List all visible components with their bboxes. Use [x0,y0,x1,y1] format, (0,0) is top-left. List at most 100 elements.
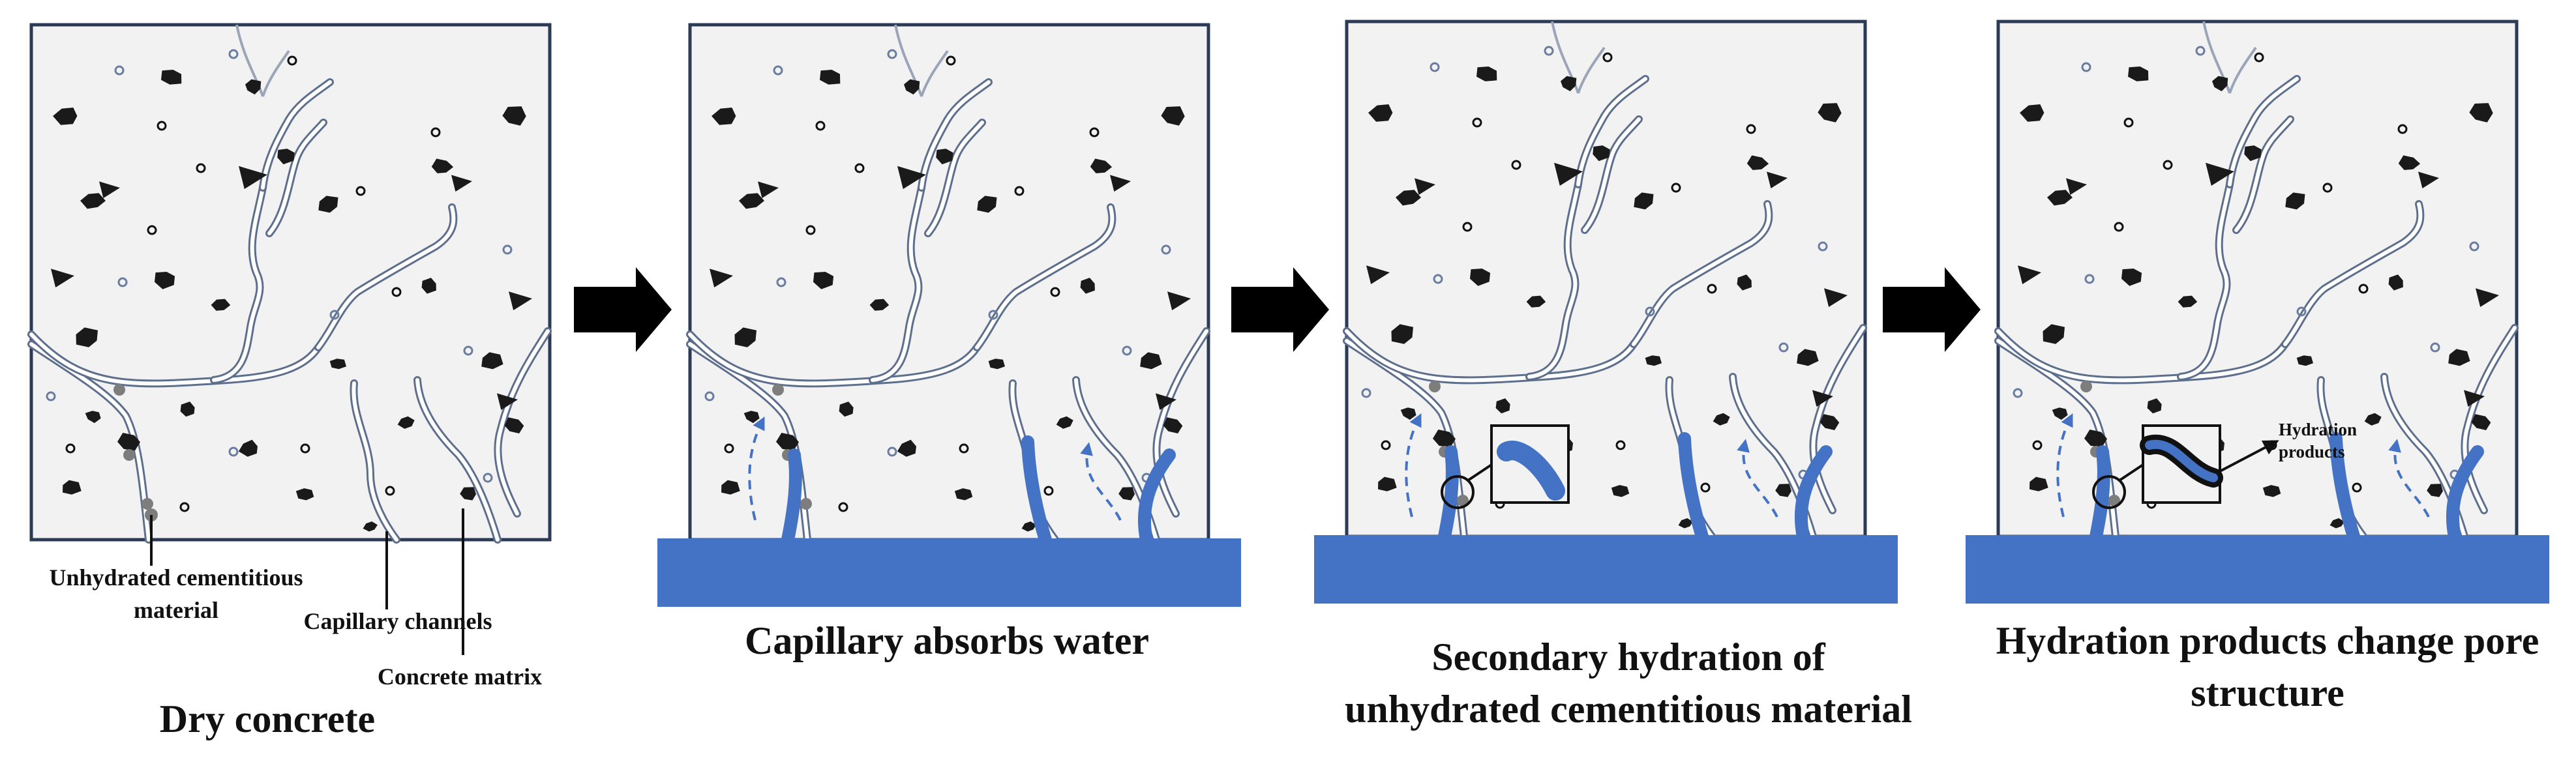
absorbed-water [2446,445,2484,543]
pore-dot [2163,160,2173,170]
label-matrix-text: Concrete matrix [378,664,542,690]
absorbed-water [2089,445,2110,543]
aggregate-particle [977,196,997,213]
aggregate-particle [988,358,1005,370]
unhydrated-particle [2108,495,2120,506]
pore-dot [46,391,56,402]
absorbed-water [1795,445,1833,543]
pore-dot [1089,127,1100,138]
capillary-channel-lumen [352,381,398,542]
pore-dot [2296,306,2307,317]
pore-dot [2322,183,2333,193]
aggregate-particle [936,149,953,165]
pore-dot [2358,284,2369,294]
aggregate-particle [2043,324,2065,344]
aggregate-particle [1080,278,1095,294]
capillary-channel-lumen [1811,326,1865,512]
water-rise-arrow [1080,442,1122,521]
aggregate-particle [2020,104,2044,122]
pore-dot [838,502,848,512]
aggregate-particle [1163,417,1183,433]
aggregate-particle [897,439,916,457]
aggregate-particle [1737,274,1752,291]
pore-dot [959,443,969,454]
pore-dot [704,391,715,402]
water-rise-arrow [2056,413,2073,518]
pore-dot [854,163,865,173]
pore-dot [157,121,167,131]
aggregate-particle [839,402,854,417]
capillary-channel-lumen [496,329,550,516]
aggregate-particle [329,358,346,370]
pore-dot [1430,62,1440,72]
label-concrete-matrix: Concrete matrix [378,508,542,690]
aggregate-particle [734,327,756,347]
pore-dot [1615,440,1626,450]
concrete-matrix-block [29,23,552,542]
pore-dot [385,486,395,496]
pore-dot [1707,284,1717,294]
aggregate-particle [1797,349,1819,366]
pore-dot [1050,287,1060,297]
aggregate-particle [431,158,454,173]
pore-dot [946,55,956,66]
aggregate-particle [2066,178,2087,195]
aggregate-particle [710,269,733,287]
pore-dot [2084,274,2095,284]
surface-crack [1551,21,1580,94]
unhydrated-particle [800,498,812,510]
zoom-circle [1441,475,1475,509]
caption-hydration-products-line-1: Hydration products change pore [1996,619,2539,662]
aggregate-particle [1110,175,1131,192]
pore-dot [1818,241,1828,252]
aggregate-particle [502,106,526,126]
label-capillary-channels: Capillary channels [303,531,492,634]
aggregate-particle [1820,414,1840,430]
aggregate-particle [2121,269,2142,286]
aggregate-particle [904,79,920,95]
zoom-line [2118,463,2144,482]
aggregate-particle [277,149,295,165]
aggregate-particle [820,70,841,85]
aggregate-particle [2029,476,2048,491]
pore-dot [114,65,125,76]
aggregate-particle [897,166,926,189]
label-unhydrated-line-2: material [134,597,218,623]
surface-crack [1577,46,1606,94]
aggregate-particle [1433,430,1456,448]
aggregate-particle [211,299,231,311]
capillary-channel-lumen [1527,183,1580,379]
aggregate-particle [509,291,532,310]
pore-dot [2114,222,2124,232]
aggregate-particle [1118,487,1135,501]
pore-dot [2397,124,2408,134]
capillary-channel-lumen [267,121,325,235]
pore-dot [1511,160,1521,170]
label-unhydrated-line-1: Unhydrated cementitious [50,564,303,591]
water-rise-arrow [1737,439,1778,518]
capillary-channel-lumen [1576,77,1647,186]
water-rise-arrow [1405,413,1422,518]
panel-secondary-hydration [1314,20,1898,604]
aggregate-particle [451,175,472,192]
aggregate-particle [1021,521,1036,532]
pore-dot [1361,388,1371,398]
pore-dot [300,443,310,454]
aggregate-particle [1767,171,1788,188]
aggregate-particle [245,79,262,95]
capillary-channel-lumen [871,186,923,382]
inset-water [2145,439,2218,482]
aggregate-particle [869,299,890,311]
aggregate-particle [1678,518,1693,529]
inset-water [1502,446,1560,495]
aggregate-particle [1090,158,1113,173]
caption-dry-concrete: Dry concrete [160,697,375,740]
capillary-channel-lumen [2463,326,2517,512]
aggregate-particle [2448,349,2470,366]
capillary-channel-lumen [926,121,984,235]
aggregate-particle [1161,106,1185,126]
aggregate-particle [2476,288,2499,307]
pore-dot [355,186,366,196]
aggregate-particle [2469,103,2493,123]
